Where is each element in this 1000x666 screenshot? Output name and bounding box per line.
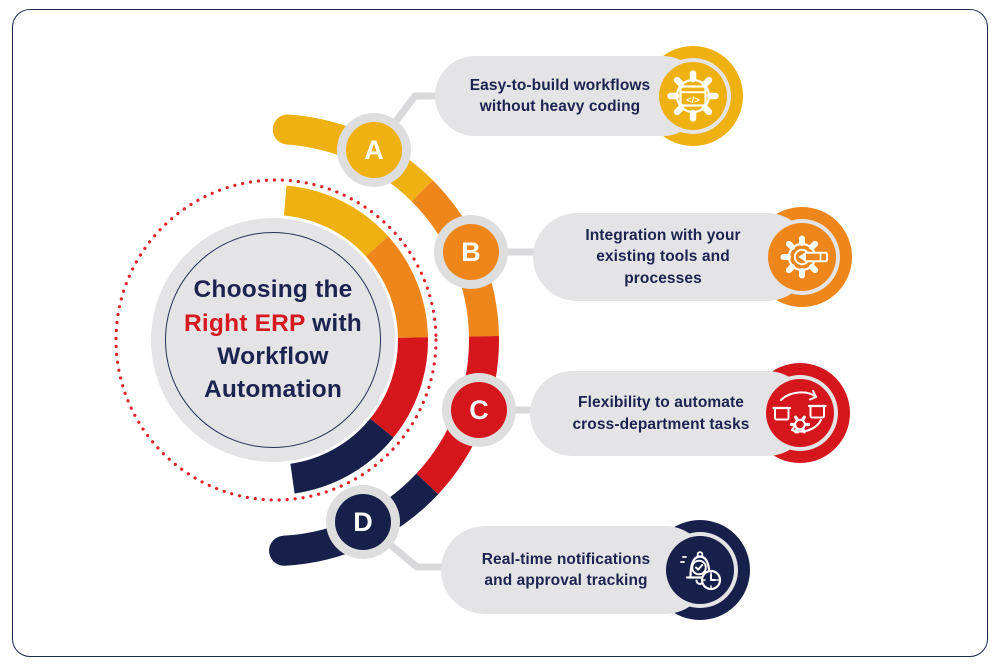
inner-arc-segment xyxy=(365,236,428,339)
arc-end-cap xyxy=(269,535,300,566)
inner-arc-segment xyxy=(289,418,394,494)
boxes-sync-gear-icon xyxy=(766,379,834,447)
card-icon-ring-a: </> xyxy=(655,58,731,134)
badge-d: D xyxy=(326,485,400,559)
badge-d-letter: D xyxy=(353,506,373,537)
inner-arc-segment xyxy=(283,185,389,257)
badge-a: A xyxy=(337,113,411,187)
inner-arc-segment xyxy=(369,337,428,438)
card-icon-ring-d xyxy=(662,532,738,608)
svg-text:</>: </> xyxy=(686,95,700,106)
badge-a-letter: A xyxy=(364,134,384,165)
gear-code-icon: </> xyxy=(659,62,727,130)
arc-end-cap xyxy=(272,114,303,145)
card-c-text: Flexibility to automate cross-department… xyxy=(572,394,750,433)
card-b-text: Integration with your existing tools and… xyxy=(585,226,741,287)
card-icon-ring-b xyxy=(764,219,840,295)
badge-c: C xyxy=(442,373,516,447)
badge-b: B xyxy=(434,215,508,289)
gear-pencil-icon xyxy=(768,223,836,291)
badge-c-letter: C xyxy=(469,394,489,425)
badge-b-letter: B xyxy=(461,236,481,267)
bell-clock-icon xyxy=(666,536,734,604)
dotted-circle xyxy=(114,178,438,502)
card-icon-ring-c xyxy=(762,375,838,451)
center-circle-ring xyxy=(165,232,381,448)
card-d-text: Real-time notifications and approval tra… xyxy=(481,550,651,589)
card-a-text: Easy-to-build workflows without heavy co… xyxy=(469,76,651,115)
